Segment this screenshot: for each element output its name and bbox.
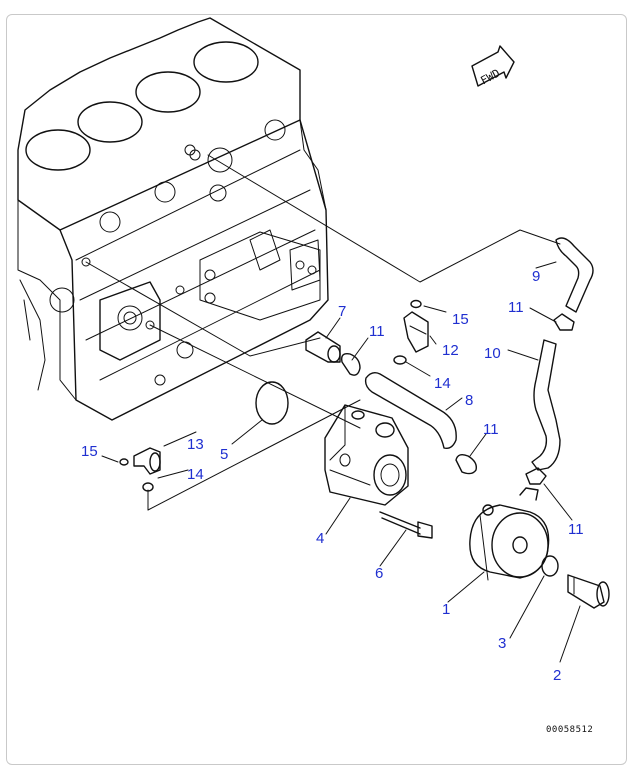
callout-11-hose10: 11 bbox=[568, 521, 584, 538]
callout-14-left: 14 bbox=[187, 466, 204, 483]
o-ring-5 bbox=[255, 381, 289, 425]
clamp-11d bbox=[525, 467, 547, 485]
clamp-11a bbox=[340, 352, 361, 376]
o-ring-14b bbox=[142, 482, 154, 492]
callout-15-left: 15 bbox=[81, 443, 98, 460]
callout-3: 3 bbox=[498, 635, 506, 652]
hollow-bolt-2 bbox=[567, 574, 610, 609]
hose-9 bbox=[555, 237, 594, 313]
connector-12 bbox=[403, 311, 429, 353]
fwd-arrow-icon: FWD bbox=[471, 45, 515, 88]
callout-7: 7 bbox=[338, 303, 346, 320]
callout-1: 1 bbox=[442, 601, 450, 618]
oil-cooler-1 bbox=[469, 487, 550, 581]
leader-lines bbox=[85, 154, 561, 511]
callout-15-top: 15 bbox=[452, 311, 469, 328]
callout-9: 9 bbox=[532, 268, 540, 285]
callout-5: 5 bbox=[220, 446, 228, 463]
callout-10: 10 bbox=[484, 345, 501, 362]
callout-6: 6 bbox=[375, 565, 383, 582]
fwd-label: FWD bbox=[478, 67, 502, 88]
callout-11-hose9: 11 bbox=[508, 299, 524, 316]
o-ring-15a bbox=[410, 299, 422, 309]
clamp-11b bbox=[455, 453, 478, 475]
callout-leaders bbox=[101, 261, 581, 663]
callout-12: 12 bbox=[442, 342, 459, 359]
callout-14-top: 14 bbox=[434, 375, 451, 392]
cooler-housing-4 bbox=[324, 404, 409, 506]
hose-10 bbox=[531, 339, 561, 471]
callout-11-connector: 11 bbox=[369, 323, 385, 340]
clamp-11c bbox=[553, 313, 575, 331]
diagram-frame bbox=[6, 14, 627, 765]
callout-2: 2 bbox=[553, 667, 561, 684]
drawing-code: 00058512 bbox=[546, 725, 593, 735]
hose-8 bbox=[364, 371, 457, 450]
washer-3 bbox=[541, 555, 559, 577]
engine-block bbox=[17, 17, 329, 421]
callout-8: 8 bbox=[465, 392, 473, 409]
o-ring-15b bbox=[119, 458, 129, 466]
connector-7 bbox=[305, 331, 341, 363]
callout-4: 4 bbox=[316, 530, 324, 547]
o-ring-14a bbox=[393, 355, 407, 365]
elbow-13 bbox=[133, 447, 161, 475]
callout-11-hose8: 11 bbox=[483, 421, 499, 438]
bolt-6 bbox=[379, 511, 433, 539]
callout-13: 13 bbox=[187, 436, 204, 453]
